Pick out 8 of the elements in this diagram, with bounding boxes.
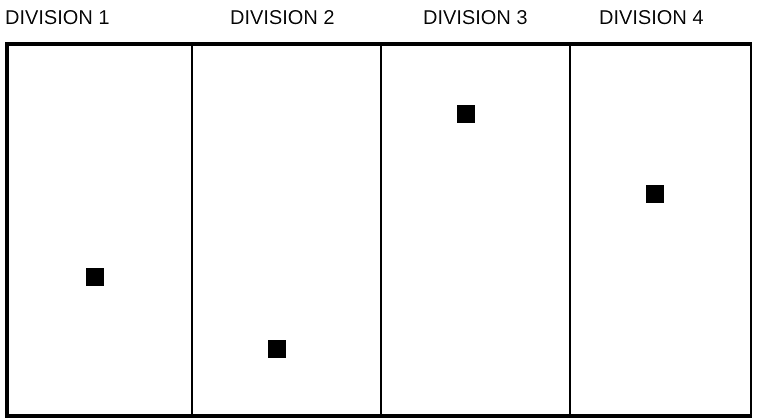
division-heading: DIVISION 2 bbox=[230, 6, 334, 30]
division-heading: DIVISION 4 bbox=[599, 6, 704, 30]
square-marker bbox=[457, 105, 475, 123]
division-heading: DIVISION 3 bbox=[423, 6, 528, 30]
square-marker bbox=[86, 268, 104, 286]
division-heading: DIVISION 1 bbox=[5, 6, 110, 30]
square-marker bbox=[646, 185, 664, 203]
square-marker bbox=[268, 340, 286, 358]
